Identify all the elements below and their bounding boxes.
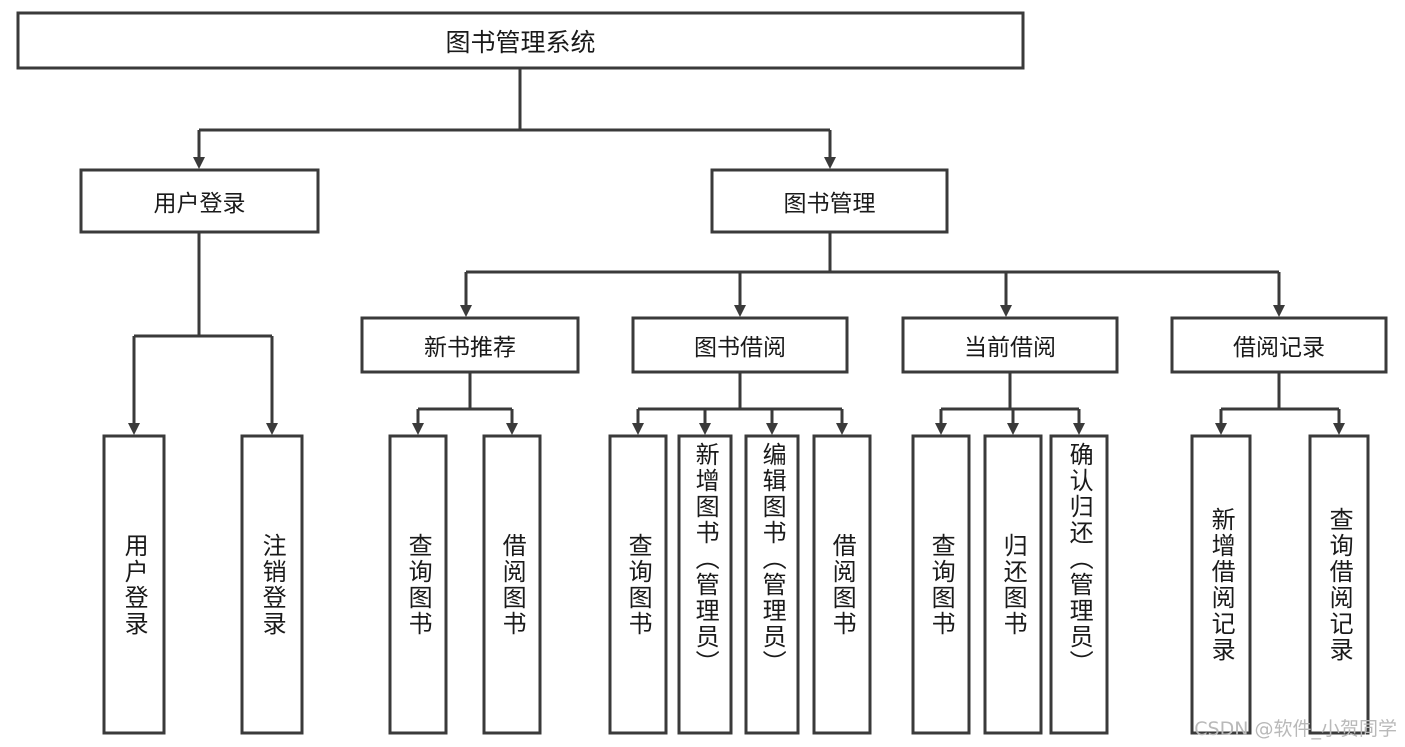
node-box-leaf-add-book[interactable] [677,434,733,735]
node-box-leaf-add-borrow-record[interactable] [1190,434,1252,735]
node-box-leaf-return-book[interactable] [983,434,1043,735]
node-box-leaf-user-logout[interactable] [240,434,304,735]
node-box-leaf-query-book-recommend[interactable] [388,434,448,735]
node-box-leaf-query-book-borrow[interactable] [608,434,668,735]
node-box-new-book-recommend[interactable] [360,316,580,374]
node-box-current-borrow[interactable] [901,316,1119,374]
node-box-leaf-edit-book[interactable] [744,434,800,735]
node-box-leaf-confirm-return[interactable] [1049,434,1109,735]
node-box-leaf-borrow-book-borrow[interactable] [812,434,872,735]
node-box-leaf-query-book-current[interactable] [911,434,971,735]
node-box-leaf-user-login[interactable] [102,434,166,735]
node-box-root[interactable] [16,11,1025,70]
node-box-book-management[interactable] [710,168,949,234]
node-box-user-login[interactable] [79,168,320,234]
node-box-book-borrow[interactable] [631,316,849,374]
node-box-leaf-query-borrow-record[interactable] [1308,434,1370,735]
node-box-leaf-borrow-book-recommend[interactable] [482,434,542,735]
node-box-borrow-record[interactable] [1170,316,1388,374]
